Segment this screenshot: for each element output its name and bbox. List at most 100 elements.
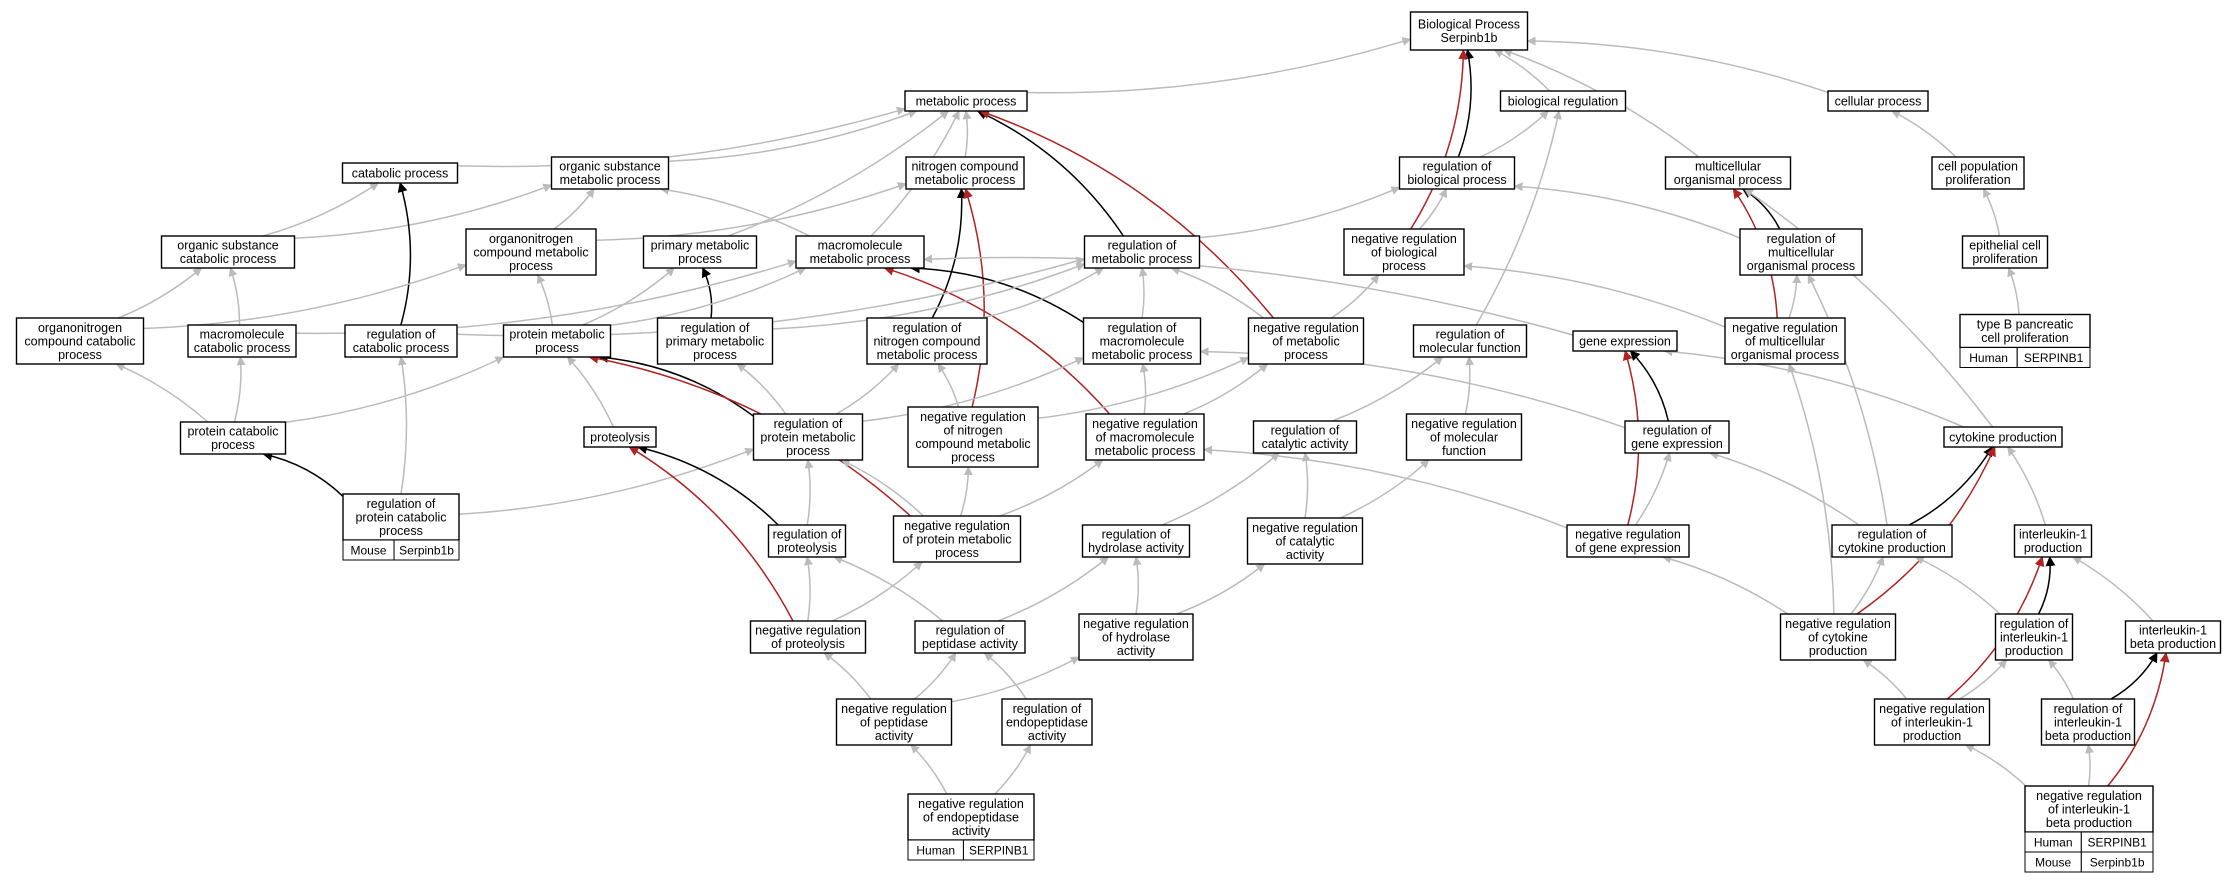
go-term-label: cell proliferation — [1981, 331, 2069, 345]
go-term-label: negative regulation — [1083, 617, 1189, 631]
go-term-label: organonitrogen — [38, 321, 122, 335]
go-term-box — [1409, 11, 1529, 51]
go-term-box — [550, 156, 670, 190]
go-term-label: negative regulation — [1351, 232, 1457, 246]
go-term-label: catabolic process — [180, 252, 277, 266]
go-term-proteolysis[interactable]: proteolysis — [583, 426, 657, 448]
go-term-label: cellular process — [1835, 94, 1922, 108]
go-term-cellproc[interactable]: cellular process — [1827, 90, 1929, 112]
go-term-bioreg[interactable]: biological regulation — [1499, 90, 1627, 112]
go-term-label: negative regulation — [2036, 789, 2142, 803]
go-term-box — [1831, 524, 1953, 558]
go-term-label: regulation of — [1858, 528, 1927, 542]
go-term-label: regulation of — [367, 328, 436, 342]
go-term-label: regulation of — [1643, 424, 1712, 438]
edge-regcyto-to-reggeneexp — [1709, 451, 1860, 526]
go-term-label: of multicellular — [1745, 334, 1825, 348]
gene-label: Serpinb1b — [2090, 856, 2145, 870]
gene-cell — [2016, 347, 2091, 368]
go-term-label: of macromolecule — [1096, 430, 1195, 444]
go-term-catab[interactable]: catabolic process — [341, 162, 459, 184]
go-term-box — [1405, 413, 1523, 461]
go-term-box — [1624, 420, 1730, 454]
edge-bioreg-to-bp — [1493, 49, 1551, 92]
edge-negregpept-to-regpept — [914, 652, 957, 700]
go-term-label: interleukin-1 — [2000, 630, 2068, 644]
go-term-geneexp[interactable]: gene expression — [1572, 330, 1678, 352]
go-term-label: negative regulation — [1732, 321, 1838, 335]
go-term-label: protein catabolic — [355, 510, 446, 524]
edge-organocat-to-organonit — [143, 263, 467, 330]
go-term-metab[interactable]: metabolic process — [904, 90, 1028, 112]
go-term-label: negative regulation — [1411, 417, 1517, 431]
go-term-label: process — [535, 341, 579, 355]
gene-cell — [393, 539, 460, 561]
edge-regprotcat-to-regprotmetab — [458, 447, 755, 515]
gene-label: Serpinb1b — [399, 544, 454, 558]
species-label: Mouse — [2035, 856, 2071, 870]
go-term-label: process — [951, 451, 995, 465]
edge-regcat-to-catab — [397, 182, 412, 326]
edge-reggeneexp-to-geneexp — [1629, 350, 1670, 422]
edge-negregmulti-to-regmulti — [1788, 274, 1802, 319]
go-term-cytoprod[interactable]: cytokine production — [1943, 426, 2063, 448]
go-term-label: organismal process — [1674, 173, 1782, 187]
go-term-label: regulation of — [1013, 702, 1082, 716]
go-term-label: gene expression — [1631, 437, 1723, 451]
go-term-label: regulation of — [2000, 617, 2069, 631]
go-term-box — [344, 324, 458, 358]
